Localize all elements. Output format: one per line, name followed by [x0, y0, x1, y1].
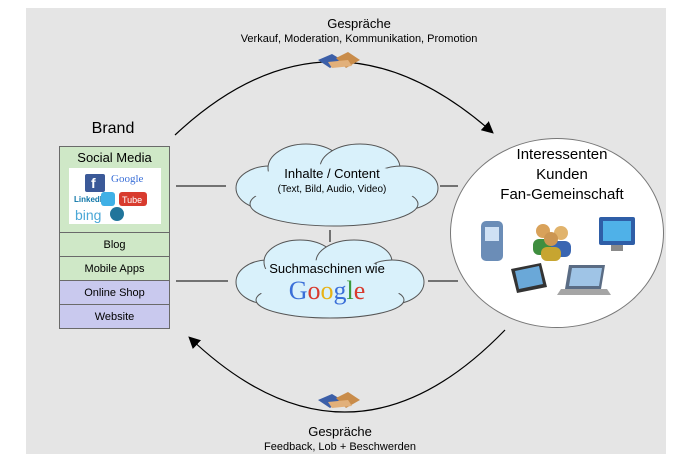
audience-line-prospects: Interessenten: [516, 146, 608, 163]
linkedin-logo: [72, 194, 99, 204]
laptop-icon: [557, 265, 611, 295]
handshake-icon: [318, 392, 360, 408]
content-cloud-title: Inhalte / Content: [284, 166, 380, 181]
google-logo: Google: [111, 173, 144, 185]
bottom-conversation-subtitle: Feedback, Lob + Beschwerden: [264, 441, 416, 453]
audience-line-customers: Kunden: [536, 166, 588, 183]
youtube-logo: [118, 192, 147, 206]
people-group-icon: [533, 224, 571, 261]
audience-circle: [450, 138, 664, 328]
facebook-logo: [84, 174, 105, 192]
brand-item-website: Website: [60, 304, 169, 328]
google-logo-letter: e: [353, 276, 366, 305]
top-conversation-title: Gespräche: [327, 16, 391, 31]
wordpress-logo: [109, 207, 124, 221]
google-logo-letter: o: [320, 276, 334, 305]
bing-logo: bing: [75, 207, 101, 223]
brand-item-mobile-apps: Mobile Apps: [60, 256, 169, 280]
svg-text:Tube: Tube: [122, 195, 142, 205]
social-media-box: Social Media f Google LinkedIn Tube bing: [60, 147, 169, 232]
google-logo-letter: g: [333, 276, 347, 305]
top-conversation-subtitle: Verkauf, Moderation, Kommunikation, Prom…: [240, 33, 478, 45]
google-logo-letter: l: [346, 276, 354, 305]
monitor-icon: [599, 217, 635, 251]
google-logo-letters: Google: [289, 276, 366, 305]
mobile-phone-icon: [481, 221, 503, 261]
bottom-arrow: [188, 329, 506, 413]
google-logo-letter: G: [288, 276, 308, 305]
audience-line-fan-community: Fan-Gemeinschaft: [500, 186, 624, 203]
brand-item-blog: Blog: [60, 232, 169, 256]
google-logo-letter: o: [307, 276, 321, 305]
top-arrow: [174, 61, 494, 136]
search-cloud: [235, 239, 425, 319]
svg-text:LinkedIn: LinkedIn: [74, 195, 107, 204]
social-media-label: Social Media: [77, 150, 152, 165]
svg-text:f: f: [91, 175, 96, 191]
handshake-icon: [318, 52, 360, 68]
bottom-conversation-title: Gespräche: [308, 424, 372, 439]
social-logo-collage: f Google LinkedIn Tube bing: [68, 168, 161, 224]
search-cloud-title: Suchmaschinen wie: [269, 261, 385, 276]
brand-item-online-shop: Online Shop: [60, 280, 169, 304]
twitter-logo: [100, 192, 115, 206]
brand-stack: Social Media f Google LinkedIn Tube bing…: [59, 146, 170, 329]
tablet-icon: [511, 263, 547, 293]
content-cloud: [235, 143, 439, 227]
brand-title: Brand: [91, 120, 135, 137]
google-logo-text: Google: [289, 276, 366, 306]
content-cloud-subtitle: (Text, Bild, Audio, Video): [277, 184, 387, 195]
